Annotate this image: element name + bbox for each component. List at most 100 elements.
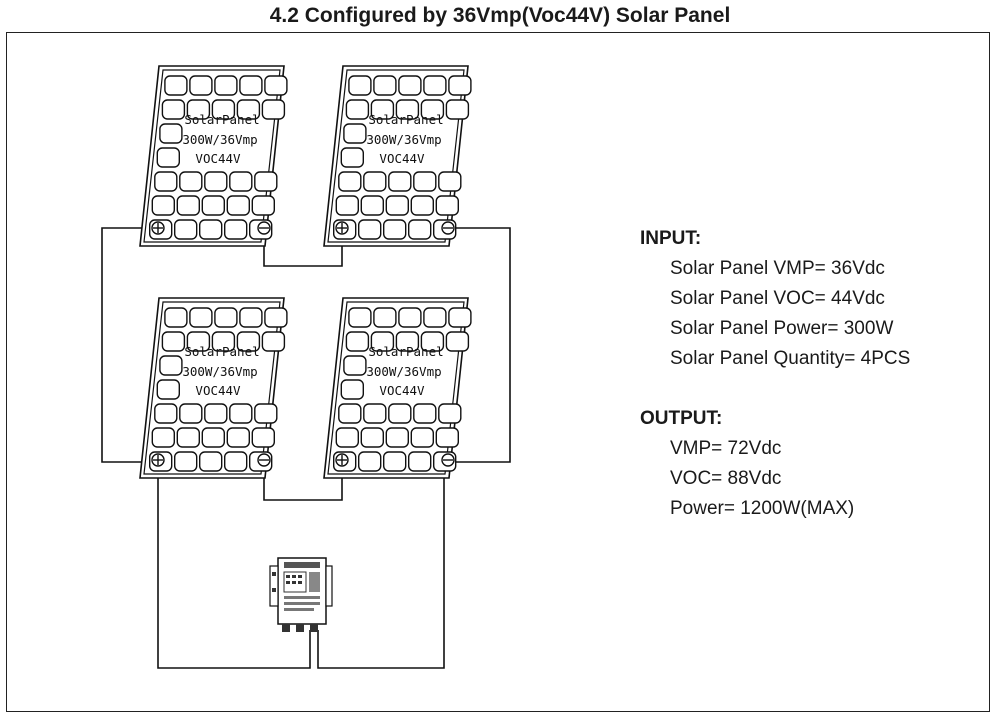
solar-cell [413, 403, 437, 424]
panel-inner-frame [143, 69, 281, 243]
solar-cell [370, 331, 395, 352]
solar-cell [445, 331, 470, 352]
panel-label-line1: SolarPanel [368, 344, 443, 359]
solar-cell [164, 307, 188, 328]
solar-cell [363, 403, 387, 424]
solar-cell [161, 331, 186, 352]
solar-cell [435, 195, 460, 216]
solar-cell [388, 171, 412, 192]
solar-cell [204, 171, 228, 192]
solar-cell [156, 147, 180, 168]
panel-label-line2: 300W/36Vmp [182, 132, 257, 147]
diagram-frame [6, 32, 990, 712]
solar-cell [448, 307, 472, 328]
solar-cell [164, 75, 188, 96]
panel-label-line3: VOC44V [379, 383, 425, 398]
panel-inner-frame [327, 301, 465, 475]
solar-cell [398, 307, 422, 328]
solar-cell [407, 219, 432, 240]
solar-cell [395, 331, 420, 352]
solar-cell [448, 75, 472, 96]
solar-cell [239, 75, 263, 96]
solar-cell [154, 171, 178, 192]
panel-label-line2: 300W/36Vmp [182, 364, 257, 379]
solar-cell [226, 195, 251, 216]
solar-cell [335, 195, 360, 216]
solar-cell [264, 307, 288, 328]
solar-cell [343, 355, 367, 376]
output-heading: OUTPUT: [640, 408, 723, 429]
solar-cell [358, 219, 382, 240]
solar-cell [159, 355, 183, 376]
panel-label-line1: SolarPanel [184, 112, 259, 127]
solar-cell [186, 331, 211, 352]
solar-cell [201, 195, 225, 216]
solar-cell [338, 171, 362, 192]
plus-terminal-icon [151, 221, 165, 235]
solar-cell [340, 379, 364, 400]
solar-cell [176, 427, 200, 448]
minus-terminal-icon [441, 453, 455, 467]
output-voc: VOC= 88Vdc [670, 468, 782, 489]
solar-cell [420, 331, 445, 352]
solar-cell [204, 403, 228, 424]
solar-cell [261, 331, 286, 352]
wire-top-series [263, 228, 343, 267]
solar-cell [407, 451, 432, 472]
wire-to-controller-positive [157, 462, 311, 669]
solar-cell [348, 75, 372, 96]
input-quantity: Solar Panel Quantity= 4PCS [670, 348, 911, 369]
solar-cell [211, 99, 236, 120]
panel-label-line1: SolarPanel [368, 112, 443, 127]
solar-cell [363, 171, 387, 192]
solar-cell [345, 99, 370, 120]
solar-cell [156, 379, 180, 400]
solar-cell [254, 171, 278, 192]
solar-cell [186, 99, 211, 120]
solar-cell [410, 195, 435, 216]
solar-cell [151, 195, 176, 216]
solar-cell [254, 403, 278, 424]
solar-cell [370, 99, 395, 120]
solar-cell [340, 147, 364, 168]
solar-cell [343, 123, 367, 144]
solar-cell [388, 403, 412, 424]
solar-cell [239, 307, 263, 328]
solar-cell [383, 219, 407, 240]
solar-cell [236, 99, 261, 120]
solar-cell [261, 99, 286, 120]
solar-cell [251, 195, 276, 216]
solar-cell [335, 427, 360, 448]
solar-cell [445, 99, 470, 120]
solar-cell [201, 427, 225, 448]
solar-cell [174, 219, 198, 240]
solar-cell [251, 427, 276, 448]
solar-cell [223, 451, 248, 472]
solar-cell [385, 427, 409, 448]
solar-cell [199, 219, 223, 240]
minus-terminal-icon [257, 453, 271, 467]
solar-cell [385, 195, 409, 216]
solar-cell [229, 403, 253, 424]
solar-cell [264, 75, 288, 96]
panel-inner-frame [143, 301, 281, 475]
solar-cell [226, 427, 251, 448]
wire-bottom-series [263, 462, 343, 501]
input-voc: Solar Panel VOC= 44Vdc [670, 288, 885, 309]
solar-cell [223, 219, 248, 240]
wire-right-parallel [444, 227, 511, 463]
solar-cell [214, 307, 238, 328]
solar-cell [176, 195, 200, 216]
solar-cell [189, 75, 213, 96]
plus-terminal-icon [335, 221, 349, 235]
solar-cell [154, 403, 178, 424]
solar-cell [420, 99, 445, 120]
solar-cell [174, 451, 198, 472]
input-vmp: Solar Panel VMP= 36Vdc [670, 258, 885, 279]
input-power: Solar Panel Power= 300W [670, 318, 894, 339]
panel-label-line3: VOC44V [195, 151, 241, 166]
